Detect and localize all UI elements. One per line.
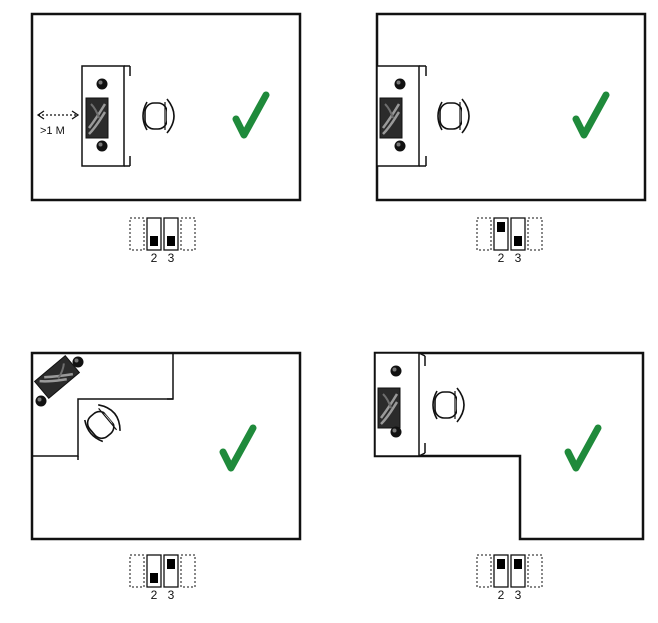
dip-switch-label: 2	[498, 588, 505, 602]
panel-d	[373, 351, 645, 541]
dip-slot-unused	[180, 217, 196, 251]
dip-slot-unused	[129, 554, 145, 588]
dip-slot-unused	[476, 554, 492, 588]
speaker-icon	[72, 356, 84, 368]
dip-slot-unused	[527, 554, 543, 588]
dip-switch-knob	[150, 573, 158, 583]
dip-switch-knob	[167, 559, 175, 569]
dip-slot-unused	[527, 217, 543, 251]
dip-slot-unused	[129, 217, 145, 251]
speaker-icon	[394, 140, 406, 152]
monitor-icon	[376, 386, 402, 430]
dip-switch-label: 3	[515, 251, 522, 265]
panel-a: >1 M	[30, 12, 302, 202]
speaker-icon	[394, 78, 406, 90]
speaker-icon	[390, 365, 402, 377]
distance-arrow	[36, 110, 80, 120]
panel-c	[30, 351, 302, 541]
dip-switch-knob	[497, 559, 505, 569]
dip-switch-label: 2	[498, 251, 505, 265]
dip-switch-knob	[167, 236, 175, 246]
dip-switch-label: 3	[515, 588, 522, 602]
room-outline	[30, 351, 302, 541]
dip-switch-knob	[514, 559, 522, 569]
corner-desk	[32, 353, 174, 460]
speaker-icon	[390, 426, 402, 438]
dip-switch-knob	[514, 236, 522, 246]
panel-b	[375, 12, 647, 202]
dip-switch-label: 2	[151, 588, 158, 602]
dip-switch-knob	[497, 222, 505, 232]
speaker-icon	[96, 78, 108, 90]
monitor-icon	[84, 96, 110, 140]
dip-switch-knob	[150, 236, 158, 246]
dip-slot-unused	[476, 217, 492, 251]
dip-slot-unused	[180, 554, 196, 588]
dip-switch-label: 3	[168, 251, 175, 265]
dip-switch-label: 2	[151, 251, 158, 265]
distance-label: >1 M	[40, 125, 65, 137]
dip-switch-label: 3	[168, 588, 175, 602]
speaker-icon	[35, 395, 47, 407]
speaker-icon	[96, 140, 108, 152]
monitor-icon	[378, 96, 404, 140]
